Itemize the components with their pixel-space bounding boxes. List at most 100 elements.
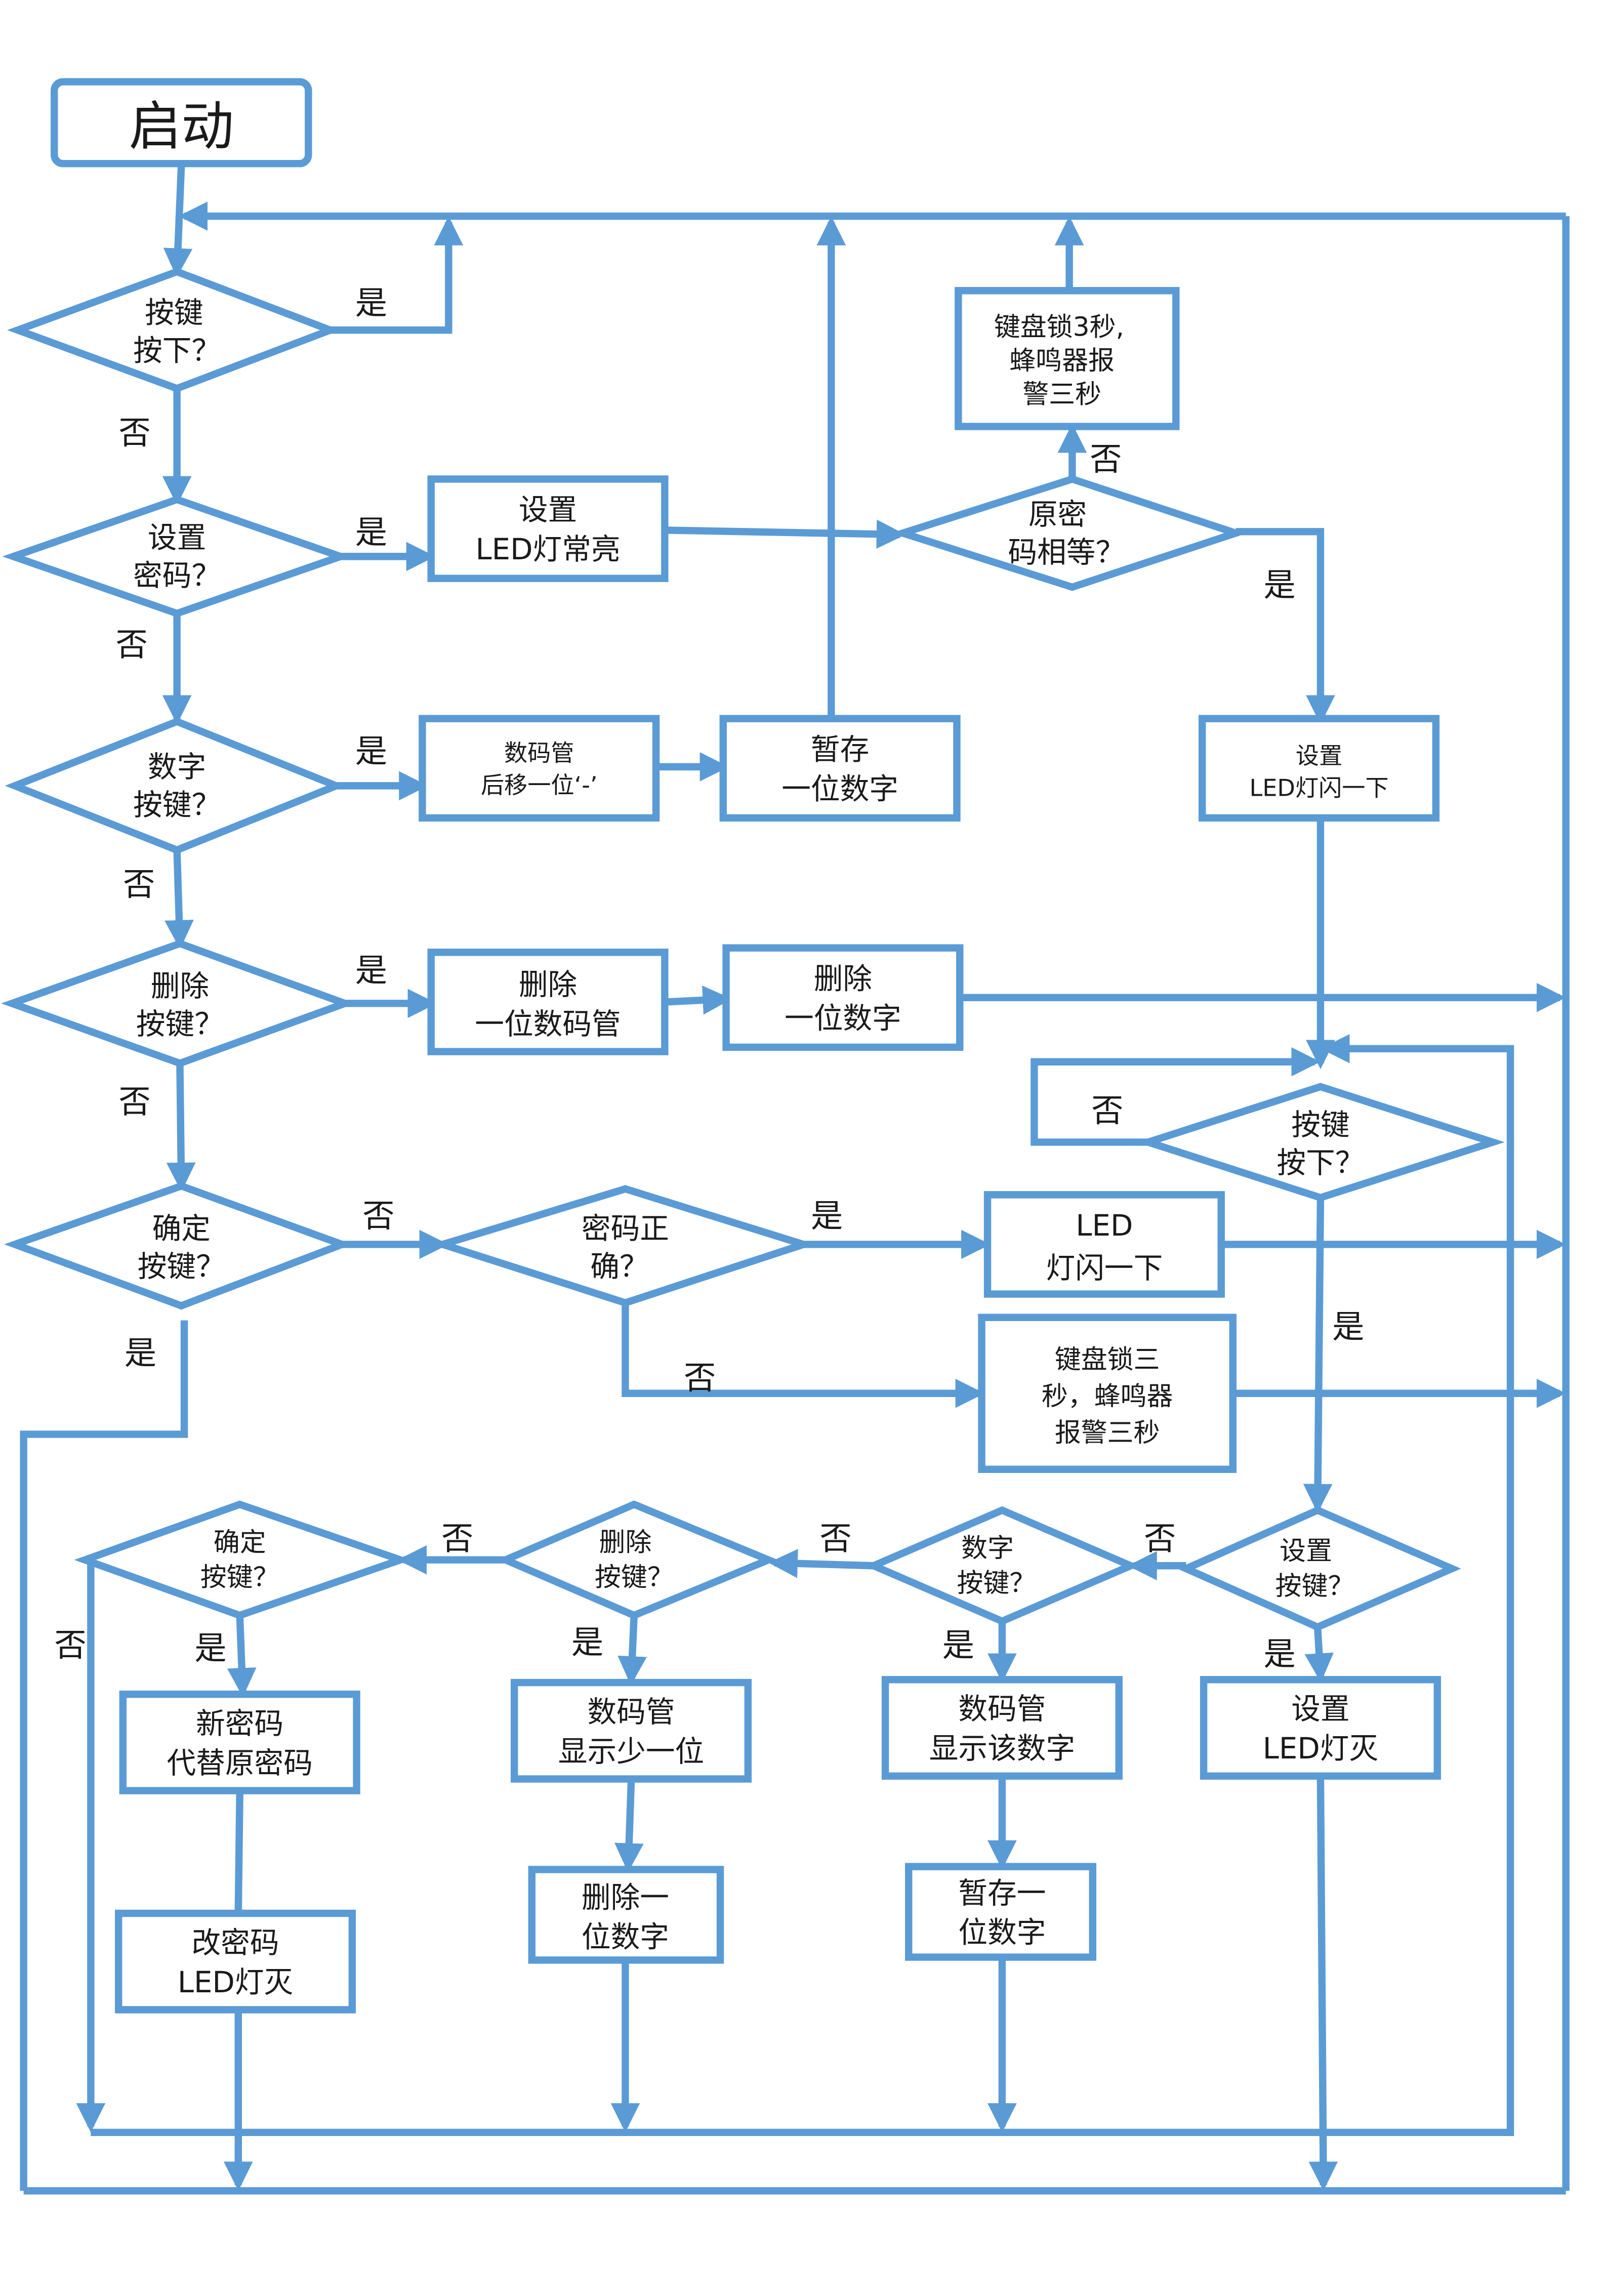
display-dash-label: 数码管后移一位‘-’ [481,739,598,798]
delete-digit-2-label: 删除一位数字 [582,1880,669,1954]
new-pwd-label: 新密码代替原密码 [167,1706,312,1780]
decision-confirm-key-2 [74,1500,412,1620]
decision-digit-key [5,717,346,854]
digit-key-2-label: 数字按键？ [957,1533,1036,1598]
edge-key-yes [330,216,464,334]
set-password-label: 设置密码？ [133,520,221,593]
label-no-key: 否 [118,414,150,452]
label-no-key2: 否 [1091,1092,1123,1129]
delete-tube-label: 删除一位数码管 [475,967,621,1041]
confirm-key-2-label: 确定按键？ [200,1527,279,1592]
label-yes-key: 是 [355,284,387,321]
edge-newpwd-to-change [234,1793,243,1911]
flowchart-shapes [1,78,1505,2014]
label-yes-oldpwd: 是 [1263,566,1295,603]
label-no-deletekey2: 否 [441,1520,473,1557]
label-no-confirmkey2: 否 [54,1626,86,1664]
process-led-off [1200,1676,1441,1780]
label-yes-confirmkey2: 是 [194,1629,226,1667]
label-no-setkey2: 否 [1144,1520,1176,1557]
decision-confirm-key [4,1182,353,1310]
decision-delete-key [1,939,356,1068]
edge-key2-no [1031,1047,1321,1146]
label-no-delete: 否 [118,1083,150,1121]
edge-digitkey2-no [768,1548,874,1578]
process-change-pwd-led-off [114,1909,356,2014]
label-no-oldpwd: 否 [1090,440,1122,478]
decision-set-password [2,496,352,618]
label-no-setpwd: 否 [115,626,147,664]
decision-delete-key-2 [496,1500,778,1620]
lock-buzz-mid-label: 键盘锁三秒，蜂鸣器报警三秒 [1042,1345,1173,1448]
process-led-blink-right [1199,715,1440,822]
connector-lines [20,165,1570,2195]
pwd-correct-label: 密码正确？ [582,1211,669,1284]
edge-labels: 是 否 是 否 否 是 是 否 是 否 否 否 是 是 是 否 否 否 否 否 … [54,284,1364,1672]
delete-digit-label: 删除一位数字 [785,961,901,1035]
process-led-blink-mid [983,1191,1225,1298]
start-terminal [51,78,312,168]
decision-digit-key-2 [864,1506,1140,1625]
delete-key-2-label: 删除按键？ [595,1527,674,1592]
edge-key2-yes [1303,1198,1333,1513]
confirm-key-label: 确定按键？ [138,1211,225,1284]
label-yes-deletekey2: 是 [571,1623,603,1661]
key-pressed-2-label: 按键按下？ [1276,1108,1364,1180]
process-delete-digit [722,944,964,1051]
label-yes-setpwd: 是 [355,513,387,551]
edge-deletekey2-yes [617,1615,647,1686]
lock-buzz-top-label: 键盘锁3秒,蜂鸣器报警三秒 [994,312,1124,410]
label-yes-delete: 是 [355,952,387,989]
process-led-on [427,475,669,582]
process-store-digit-2 [905,1863,1097,1961]
tube-less-label: 数码管显示少一位 [558,1695,704,1769]
process-delete-tube [427,949,669,1055]
decision-old-pwd-equal [890,475,1248,591]
edge-delete-no [166,1063,196,1192]
decision-key-pressed [7,268,341,393]
process-new-pwd [119,1690,360,1794]
edge-oldpwd-yes [1235,528,1335,725]
edge-digit-no [164,850,194,950]
key-pressed-label: 按键按下？ [133,296,221,368]
edge-start-to-key [163,165,193,278]
decision-set-key-2 [1177,1506,1461,1631]
label-yes-digit: 是 [355,732,387,770]
set-key-2-label: 设置按键？ [1275,1536,1354,1602]
label-no-digit: 否 [123,866,155,903]
process-display-dash [419,715,660,822]
process-tube-show [881,1676,1123,1780]
process-tube-less [510,1678,752,1783]
label-yes-confirm: 是 [125,1334,156,1372]
digit-key-label: 数字按键？ [133,750,221,822]
edge-setkey2-yes [1304,1627,1334,1683]
old-pwd-equal-label: 原密码相等？ [1008,497,1125,569]
label-yes-key2: 是 [1332,1308,1364,1345]
decision-pwd-correct [430,1185,816,1307]
process-store-digit [719,715,961,822]
store-digit-2-label: 暂存一位数字 [958,1876,1046,1950]
decision-key-pressed-2 [1136,1083,1505,1202]
edge-ledon-to-oldpwd [666,519,906,549]
start-label: 启动 [129,97,234,157]
inner-return-bus [91,1034,1514,2137]
edge-pwdcorrect-no [622,1302,985,1408]
process-lock-buzz-top [955,287,1180,430]
label-no-confirm: 否 [362,1197,394,1235]
edge-ledoff-to-bottom [1308,1779,1338,2191]
process-lock-buzz-mid [978,1314,1237,1473]
label-yes-setkey2: 是 [1263,1635,1295,1672]
delete-key-label: 删除按键？ [136,969,224,1041]
edge-deltube-to-deldigit [666,986,732,1015]
process-delete-digit-2 [528,1866,724,1964]
store-digit-label: 暂存一位数字 [781,732,898,806]
label-yes-digitkey2: 是 [942,1626,974,1664]
edge-tubeless-to-deldigit [614,1782,644,1873]
label-yes-pwdcorrect: 是 [811,1197,843,1235]
edge-confirmkey2-yes [227,1615,257,1697]
